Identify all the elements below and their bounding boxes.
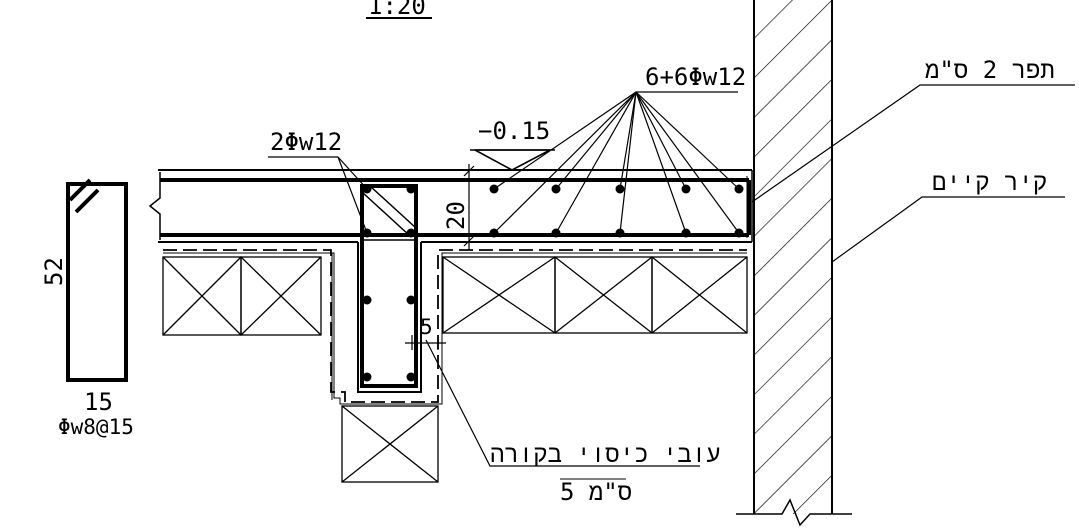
slab-rebar-label: 6+6Φw12 [645, 63, 746, 91]
existing-wall-label: קיר קיים [932, 168, 1047, 196]
beam-bars [362, 184, 416, 382]
level-marker: −0.15 [470, 117, 555, 171]
labels: 6+6Φw12 2Φw12 תפר 2 ס"מ קיר קיים עובי כי… [270, 56, 1055, 506]
stirrup-detail: 52 15 Φw8@15 [40, 178, 134, 439]
beam-rebar-label: 2Φw12 [270, 128, 342, 156]
cover-note-line1: עובי כיסוי בקורה [490, 440, 721, 468]
slab-rebar-lines [160, 178, 751, 237]
existing-wall [736, 0, 852, 527]
slab-thickness-dim: 20 [442, 164, 475, 250]
beam-outline [357, 242, 422, 393]
leader-lines [268, 84, 1075, 467]
svg-text:20: 20 [442, 201, 470, 230]
joint-note-label: תפר 2 ס"מ [925, 56, 1055, 84]
beam-stirrup [360, 184, 418, 388]
scale-title: 1:20 [366, 0, 432, 20]
stirrup-width-label: 15 [84, 388, 113, 416]
slab-outline [148, 169, 753, 243]
svg-text:−0.15: −0.15 [478, 117, 550, 145]
slab-bars [489, 184, 744, 238]
stirrup-spec-label: Φw8@15 [58, 415, 134, 439]
stirrup-height-label: 52 [40, 257, 68, 286]
cover-note-line2: 5 ס"מ [560, 478, 632, 506]
svg-text:1:20: 1:20 [368, 0, 426, 20]
svg-text:5: 5 [420, 315, 433, 339]
formwork [162, 249, 748, 483]
cover-dim: 5 [405, 315, 446, 350]
